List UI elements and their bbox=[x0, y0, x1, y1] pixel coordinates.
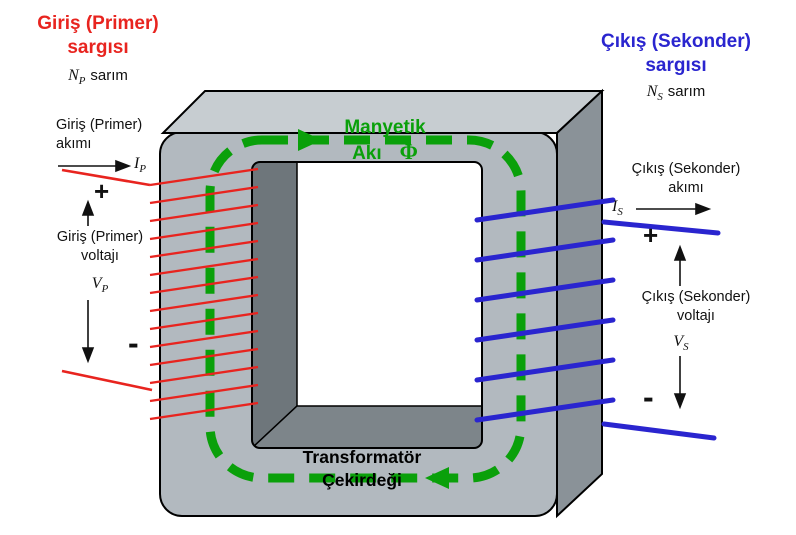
secondary-voltage-symbol: VS bbox=[673, 333, 689, 354]
secondary-lead-top bbox=[601, 219, 721, 236]
secondary-winding-title: Çıkış (Sekonder) sargısı bbox=[566, 30, 786, 78]
primary-current-arrowhead-icon bbox=[115, 159, 132, 173]
secondary-title-line2: sargısı bbox=[645, 55, 707, 76]
secondary-voltage-arrowhead-down-icon bbox=[673, 393, 687, 410]
primary-voltage-line2: voltajı bbox=[81, 248, 119, 264]
flux-label-line1: Manyetik bbox=[344, 117, 426, 138]
secondary-turns-word: sarım bbox=[667, 83, 706, 100]
primary-current-label: Giriş (Primer) akımı bbox=[56, 116, 142, 154]
flux-path bbox=[205, 135, 526, 483]
secondary-plus-sign: + bbox=[643, 220, 659, 250]
primary-winding-title: Giriş (Primer) sargısı bbox=[8, 12, 188, 60]
secondary-voltage-label: Çıkış (Sekonder) voltajı bbox=[616, 288, 776, 326]
primary-voltage-arrowhead-up-icon bbox=[81, 199, 95, 216]
secondary-minus-sign: - bbox=[643, 379, 654, 415]
primary-current-line2: akımı bbox=[56, 136, 92, 152]
primary-voltage-arrowhead-down-icon bbox=[81, 347, 95, 364]
core-label-line1: Transformatör bbox=[302, 447, 422, 467]
primary-current-symbol: IP bbox=[134, 155, 146, 176]
primary-title-line2: sargısı bbox=[67, 37, 129, 58]
primary-coil bbox=[61, 167, 259, 421]
core-right-face bbox=[556, 88, 603, 519]
core-label-line2: Çekirdeği bbox=[322, 470, 402, 490]
primary-turns-var: NP bbox=[68, 67, 86, 88]
primary-current-line1: Giriş (Primer) bbox=[56, 117, 143, 133]
secondary-current-arrowhead-icon bbox=[695, 202, 712, 216]
primary-lead-bottom bbox=[61, 369, 153, 392]
secondary-lead-bottom bbox=[601, 421, 717, 441]
primary-lead-top bbox=[61, 168, 151, 187]
primary-title-line1: Giriş (Primer) bbox=[37, 13, 159, 34]
secondary-current-label: Çıkış (Sekonder) akımı bbox=[606, 160, 766, 198]
secondary-title-line1: Çıkış (Sekonder) bbox=[601, 31, 751, 52]
secondary-current-line1: Çıkış (Sekonder) bbox=[631, 161, 741, 177]
flux-loop bbox=[205, 129, 526, 489]
primary-voltage-label: Giriş (Primer) voltajı bbox=[30, 228, 170, 266]
secondary-turns-var: NS bbox=[646, 83, 663, 104]
primary-minus-sign: - bbox=[128, 325, 139, 361]
flux-arrow-top-icon bbox=[298, 129, 322, 151]
flux-arrow-bottom-icon bbox=[425, 467, 449, 489]
annotation-arrows bbox=[58, 159, 712, 410]
secondary-current-symbol: IS bbox=[612, 198, 623, 219]
primary-voltage-line1: Giriş (Primer) bbox=[56, 229, 144, 245]
primary-turns-word: sarım bbox=[90, 67, 128, 84]
secondary-voltage-line1: Çıkış (Sekonder) bbox=[641, 289, 751, 305]
primary-voltage-symbol: VP bbox=[91, 275, 109, 296]
core-label: Transformatör Çekirdeği bbox=[262, 446, 462, 492]
primary-plus-sign: + bbox=[94, 176, 110, 206]
secondary-current-line2: akımı bbox=[668, 180, 704, 196]
secondary-voltage-line2: voltajı bbox=[677, 308, 715, 324]
core-inner-left-wall bbox=[251, 118, 298, 450]
secondary-voltage-arrowhead-up-icon bbox=[673, 244, 687, 261]
phi-symbol: Φ bbox=[399, 139, 418, 164]
secondary-coil bbox=[474, 197, 721, 441]
